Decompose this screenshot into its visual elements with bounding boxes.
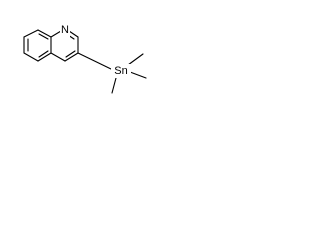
bond-c4-c4a bbox=[50, 52, 66, 62]
atom-label-nitrogen: N bbox=[61, 24, 69, 36]
double-bond-c3-c4 bbox=[65, 50, 76, 58]
bond-c3-sn bbox=[77, 52, 112, 70]
bond-c7-c8 bbox=[23, 29, 39, 38]
benzene-ring bbox=[23, 29, 52, 62]
bond-sn-methyl-lower bbox=[111, 77, 117, 94]
trimethylstannyl-group bbox=[77, 52, 147, 94]
bond-c8-c8a bbox=[37, 29, 52, 38]
atom-label-tin-group: Sn bbox=[111, 64, 131, 78]
bond-sn-methyl-right bbox=[129, 71, 147, 79]
bond-c8a-n1 bbox=[50, 30, 62, 38]
atom-label-nitrogen-group: N bbox=[60, 24, 70, 37]
atom-label-tin: Sn bbox=[114, 65, 127, 77]
bond-c5-c6 bbox=[23, 52, 39, 62]
double-bond-c8-c8a bbox=[38, 33, 49, 40]
bond-n1-c2 bbox=[68, 30, 79, 38]
bond-c3-c4 bbox=[64, 52, 79, 62]
chemical-structure-drawing: N Sn bbox=[23, 24, 147, 94]
bond-sn-methyl-upper bbox=[127, 53, 144, 66]
bond-c4a-c5 bbox=[37, 52, 52, 62]
double-bond-c4a-c5 bbox=[38, 50, 49, 58]
